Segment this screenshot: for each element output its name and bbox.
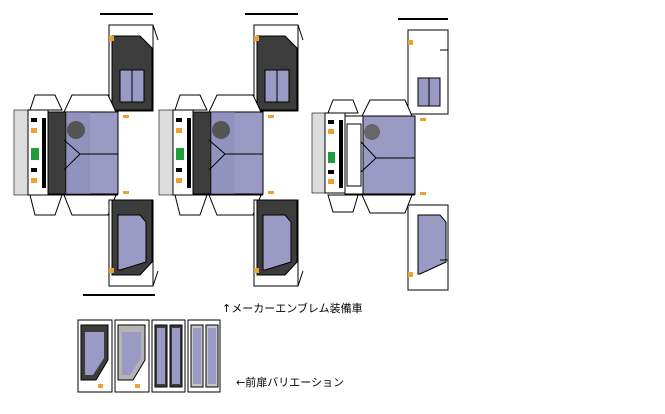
bus-body-main [13, 109, 129, 196]
upper-side-panel [407, 29, 449, 115]
door-variation-separator [83, 294, 155, 296]
bus-model-emblem [311, 18, 449, 291]
lower-side-panel [407, 204, 449, 291]
upper-side-panel [108, 24, 159, 112]
upper-side-panel [253, 24, 304, 112]
bus-model-1 [13, 13, 159, 287]
front-door-variation-caption: ←前扉バリエーション [236, 376, 344, 389]
lower-side-panel [108, 199, 159, 287]
bus-body-main [158, 109, 274, 196]
door-variation-4 [187, 319, 221, 393]
door-variation-2 [114, 319, 150, 393]
bus-model-2 [158, 13, 304, 287]
door-variation-3 [151, 319, 186, 393]
bus-body-main [311, 112, 426, 196]
emblem-caption: ↑メーカーエンブレム装備車 [222, 302, 363, 315]
lower-side-panel [253, 199, 304, 287]
door-variation-1 [77, 319, 113, 393]
